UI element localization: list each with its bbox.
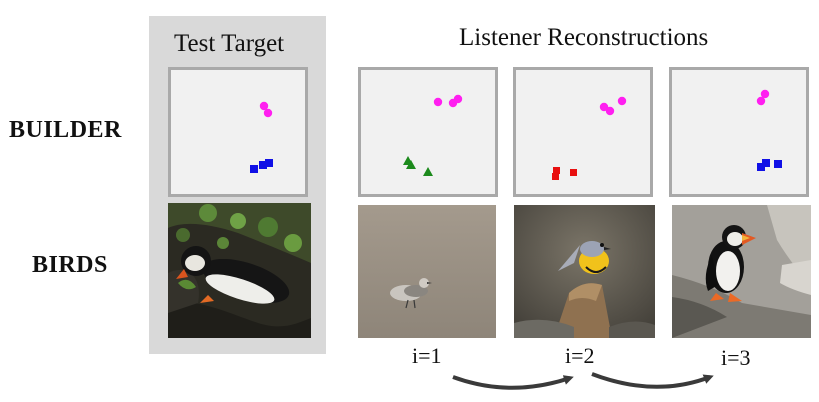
magenta-circle (605, 106, 615, 116)
magenta-circle (617, 96, 627, 106)
blue-square (762, 159, 770, 167)
builder-row-label: BUILDER (9, 117, 122, 143)
birds-reconstruction-1 (358, 205, 496, 338)
step-label-3: i=3 (721, 345, 751, 370)
red-square (553, 167, 560, 174)
blue-square (774, 160, 782, 168)
magenta-circle (760, 89, 770, 99)
arrow-i2-to-i3 (591, 372, 714, 389)
magenta-circle (756, 96, 766, 106)
birds-target-image (168, 203, 311, 338)
magenta-circle (263, 108, 273, 118)
magenta-circle (433, 97, 443, 107)
builder-reconstruction-3 (669, 67, 809, 197)
red-square (552, 173, 559, 180)
green-triangle (406, 160, 416, 169)
blue-square (259, 161, 267, 169)
step-label-2: i=2 (565, 343, 595, 368)
birds-row-label: BIRDS (32, 252, 108, 278)
magenta-circle (599, 102, 609, 112)
red-square (570, 169, 577, 176)
builder-reconstruction-2 (513, 67, 653, 197)
test-target-heading: Test Target (174, 30, 285, 57)
blue-square (250, 165, 258, 173)
green-triangle (423, 167, 433, 176)
step-label-1: i=1 (412, 343, 442, 368)
builder-reconstruction-1 (358, 67, 498, 197)
iteration-arrows (452, 372, 714, 390)
birds-reconstruction-2 (514, 205, 655, 338)
birds-reconstruction-3 (672, 205, 811, 338)
builder-target-canvas (168, 67, 308, 197)
magenta-circle (453, 94, 463, 104)
listener-reconstructions-heading: Listener Reconstructions (459, 24, 709, 51)
arrow-i1-to-i2 (452, 375, 574, 390)
blue-square (757, 163, 765, 171)
blue-square (265, 159, 273, 167)
magenta-circle (259, 101, 269, 111)
